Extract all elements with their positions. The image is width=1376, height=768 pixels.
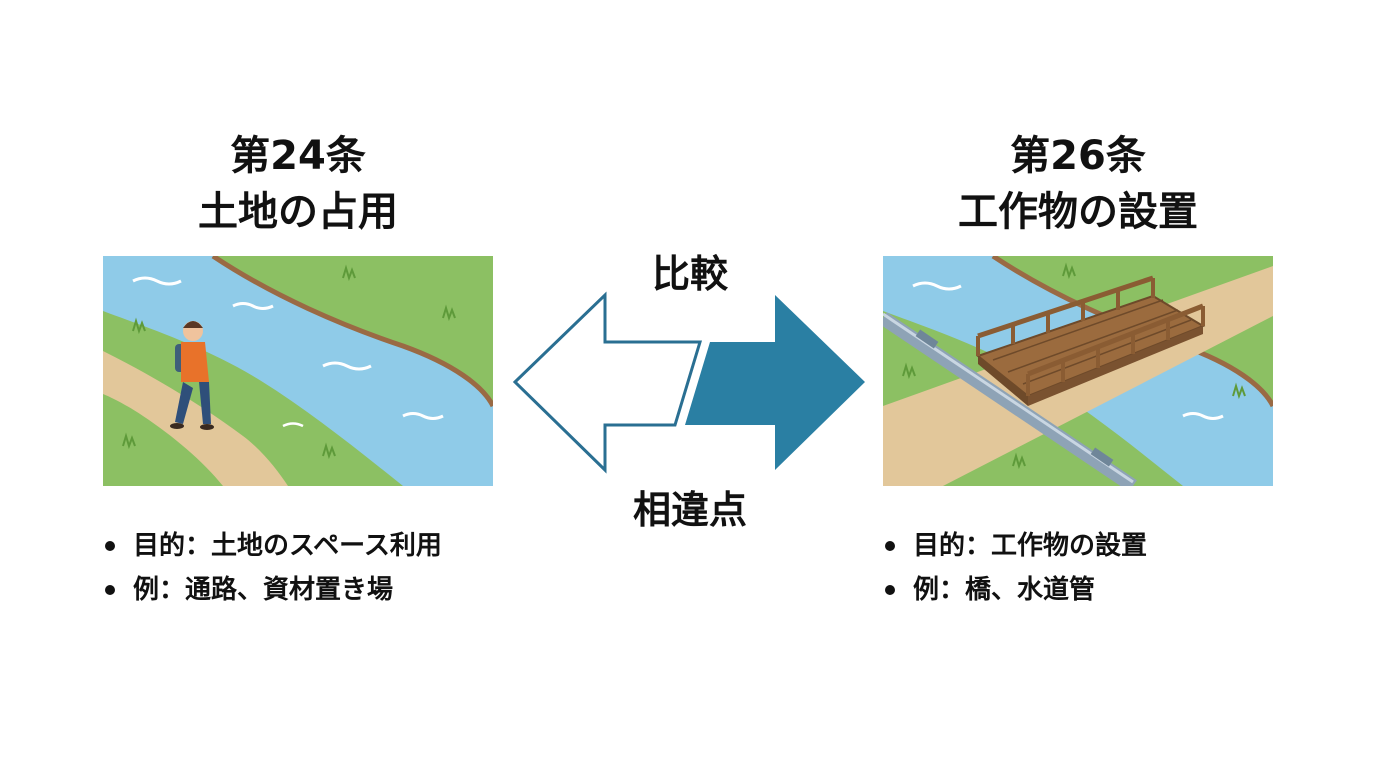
right-panel: 第26条 工作物の設置: [883, 128, 1273, 612]
structure-installation-illustration: [883, 256, 1273, 486]
left-panel: 第24条 土地の占用 目的：土地のスペ: [103, 128, 493, 612]
right-title-topic: 工作物の設置: [958, 189, 1198, 235]
right-bullet-example: 例：橋、水道管: [883, 568, 1273, 612]
hiker-figure: [170, 321, 214, 430]
wooden-bridge: [975, 275, 1206, 406]
comparison-arrows: [512, 291, 865, 474]
left-title-article: 第24条: [230, 133, 366, 179]
left-title: 第24条 土地の占用: [103, 128, 493, 240]
left-title-topic: 土地の占用: [198, 189, 398, 235]
water-pipe: [883, 312, 1137, 486]
right-bullet-purpose: 目的：工作物の設置: [883, 524, 1273, 568]
left-outline-arrow: [512, 291, 703, 474]
right-title-article: 第26条: [1010, 133, 1146, 179]
right-bullet-list: 目的：工作物の設置 例：橋、水道管: [883, 524, 1273, 612]
land-occupation-illustration: [103, 256, 493, 486]
left-bullet-example: 例：通路、資材置き場: [103, 568, 493, 612]
left-bullet-purpose: 目的：土地のスペース利用: [103, 524, 493, 568]
right-filled-arrow: [685, 295, 865, 470]
left-bullet-list: 目的：土地のスペース利用 例：通路、資材置き場: [103, 524, 493, 612]
right-title: 第26条 工作物の設置: [883, 128, 1273, 240]
difference-label: 相違点: [632, 488, 747, 532]
compare-label: 比較: [651, 252, 728, 296]
